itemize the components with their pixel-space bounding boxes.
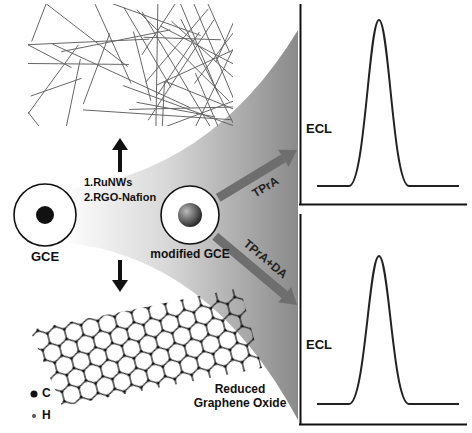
annotation-label: 2.RGO-Nafion — [84, 191, 156, 203]
legend-text: H — [42, 408, 51, 422]
electrode-circle: GCE — [8, 182, 82, 266]
plot-axes — [299, 214, 467, 426]
annotation-label: Reduced Graphene Oxide — [186, 382, 294, 410]
nanowires — [28, 4, 233, 126]
electrode-label: GCE — [31, 249, 59, 264]
hydrogen-dot — [32, 414, 36, 418]
annotation-label: 1.RuNWs — [84, 176, 132, 188]
electrode-label: modified GCE — [150, 247, 229, 261]
ecl-plot: ECL — [299, 4, 467, 206]
legend-text: C — [42, 386, 51, 400]
step-arrow — [112, 138, 128, 292]
plot-axes — [299, 4, 467, 206]
axis-label: ECL — [306, 337, 332, 352]
ecl-plot: ECL — [299, 214, 467, 426]
reaction-arrow — [215, 236, 297, 305]
carbon-dot — [31, 391, 38, 398]
axis-label: ECL — [306, 121, 332, 136]
electrode-circle: modified GCE — [150, 184, 230, 264]
